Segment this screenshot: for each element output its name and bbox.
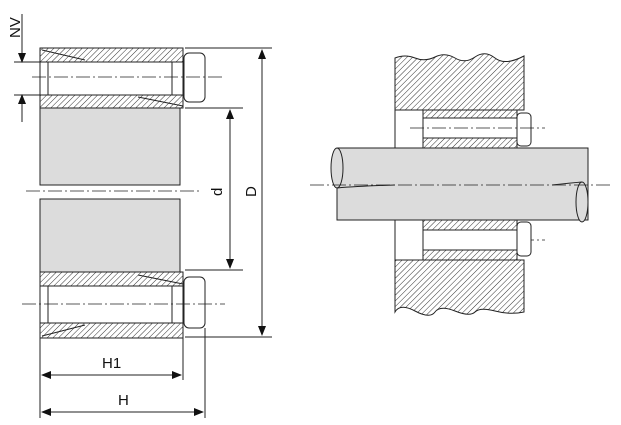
ring-bottom-inner bbox=[422, 219, 518, 231]
label-H: H bbox=[118, 392, 129, 409]
bolt-bore-bottom bbox=[39, 285, 184, 324]
hub-top bbox=[394, 53, 525, 111]
ring-top-inner bbox=[422, 137, 518, 149]
inner-ring-bottom bbox=[39, 271, 184, 287]
hub-bore-gap-top bbox=[394, 109, 424, 149]
label-D: D bbox=[243, 186, 260, 197]
bolt-head-top-right bbox=[516, 112, 532, 147]
section-view: NV d D H1 H bbox=[7, 14, 272, 418]
outer-ring-bottom bbox=[39, 322, 184, 339]
bore-lower bbox=[39, 198, 181, 273]
shaft bbox=[336, 147, 589, 221]
label-d: d bbox=[209, 188, 226, 196]
label-NV: NV bbox=[7, 17, 24, 38]
bolt-head-top bbox=[183, 52, 206, 103]
ring-bottom-outer bbox=[422, 249, 518, 261]
label-H1: H1 bbox=[102, 355, 121, 372]
hub-bottom bbox=[394, 259, 525, 316]
bolt-head-bottom bbox=[183, 276, 206, 329]
hub-bore-gap-bottom bbox=[394, 219, 424, 261]
ring-bolt-bore-bottom bbox=[422, 229, 518, 251]
bore-upper bbox=[39, 107, 181, 186]
bolt-bore-top bbox=[39, 61, 184, 96]
installed-view bbox=[310, 53, 610, 316]
ring-top-outer bbox=[422, 109, 518, 119]
bolt-head-bottom-right bbox=[516, 221, 532, 257]
